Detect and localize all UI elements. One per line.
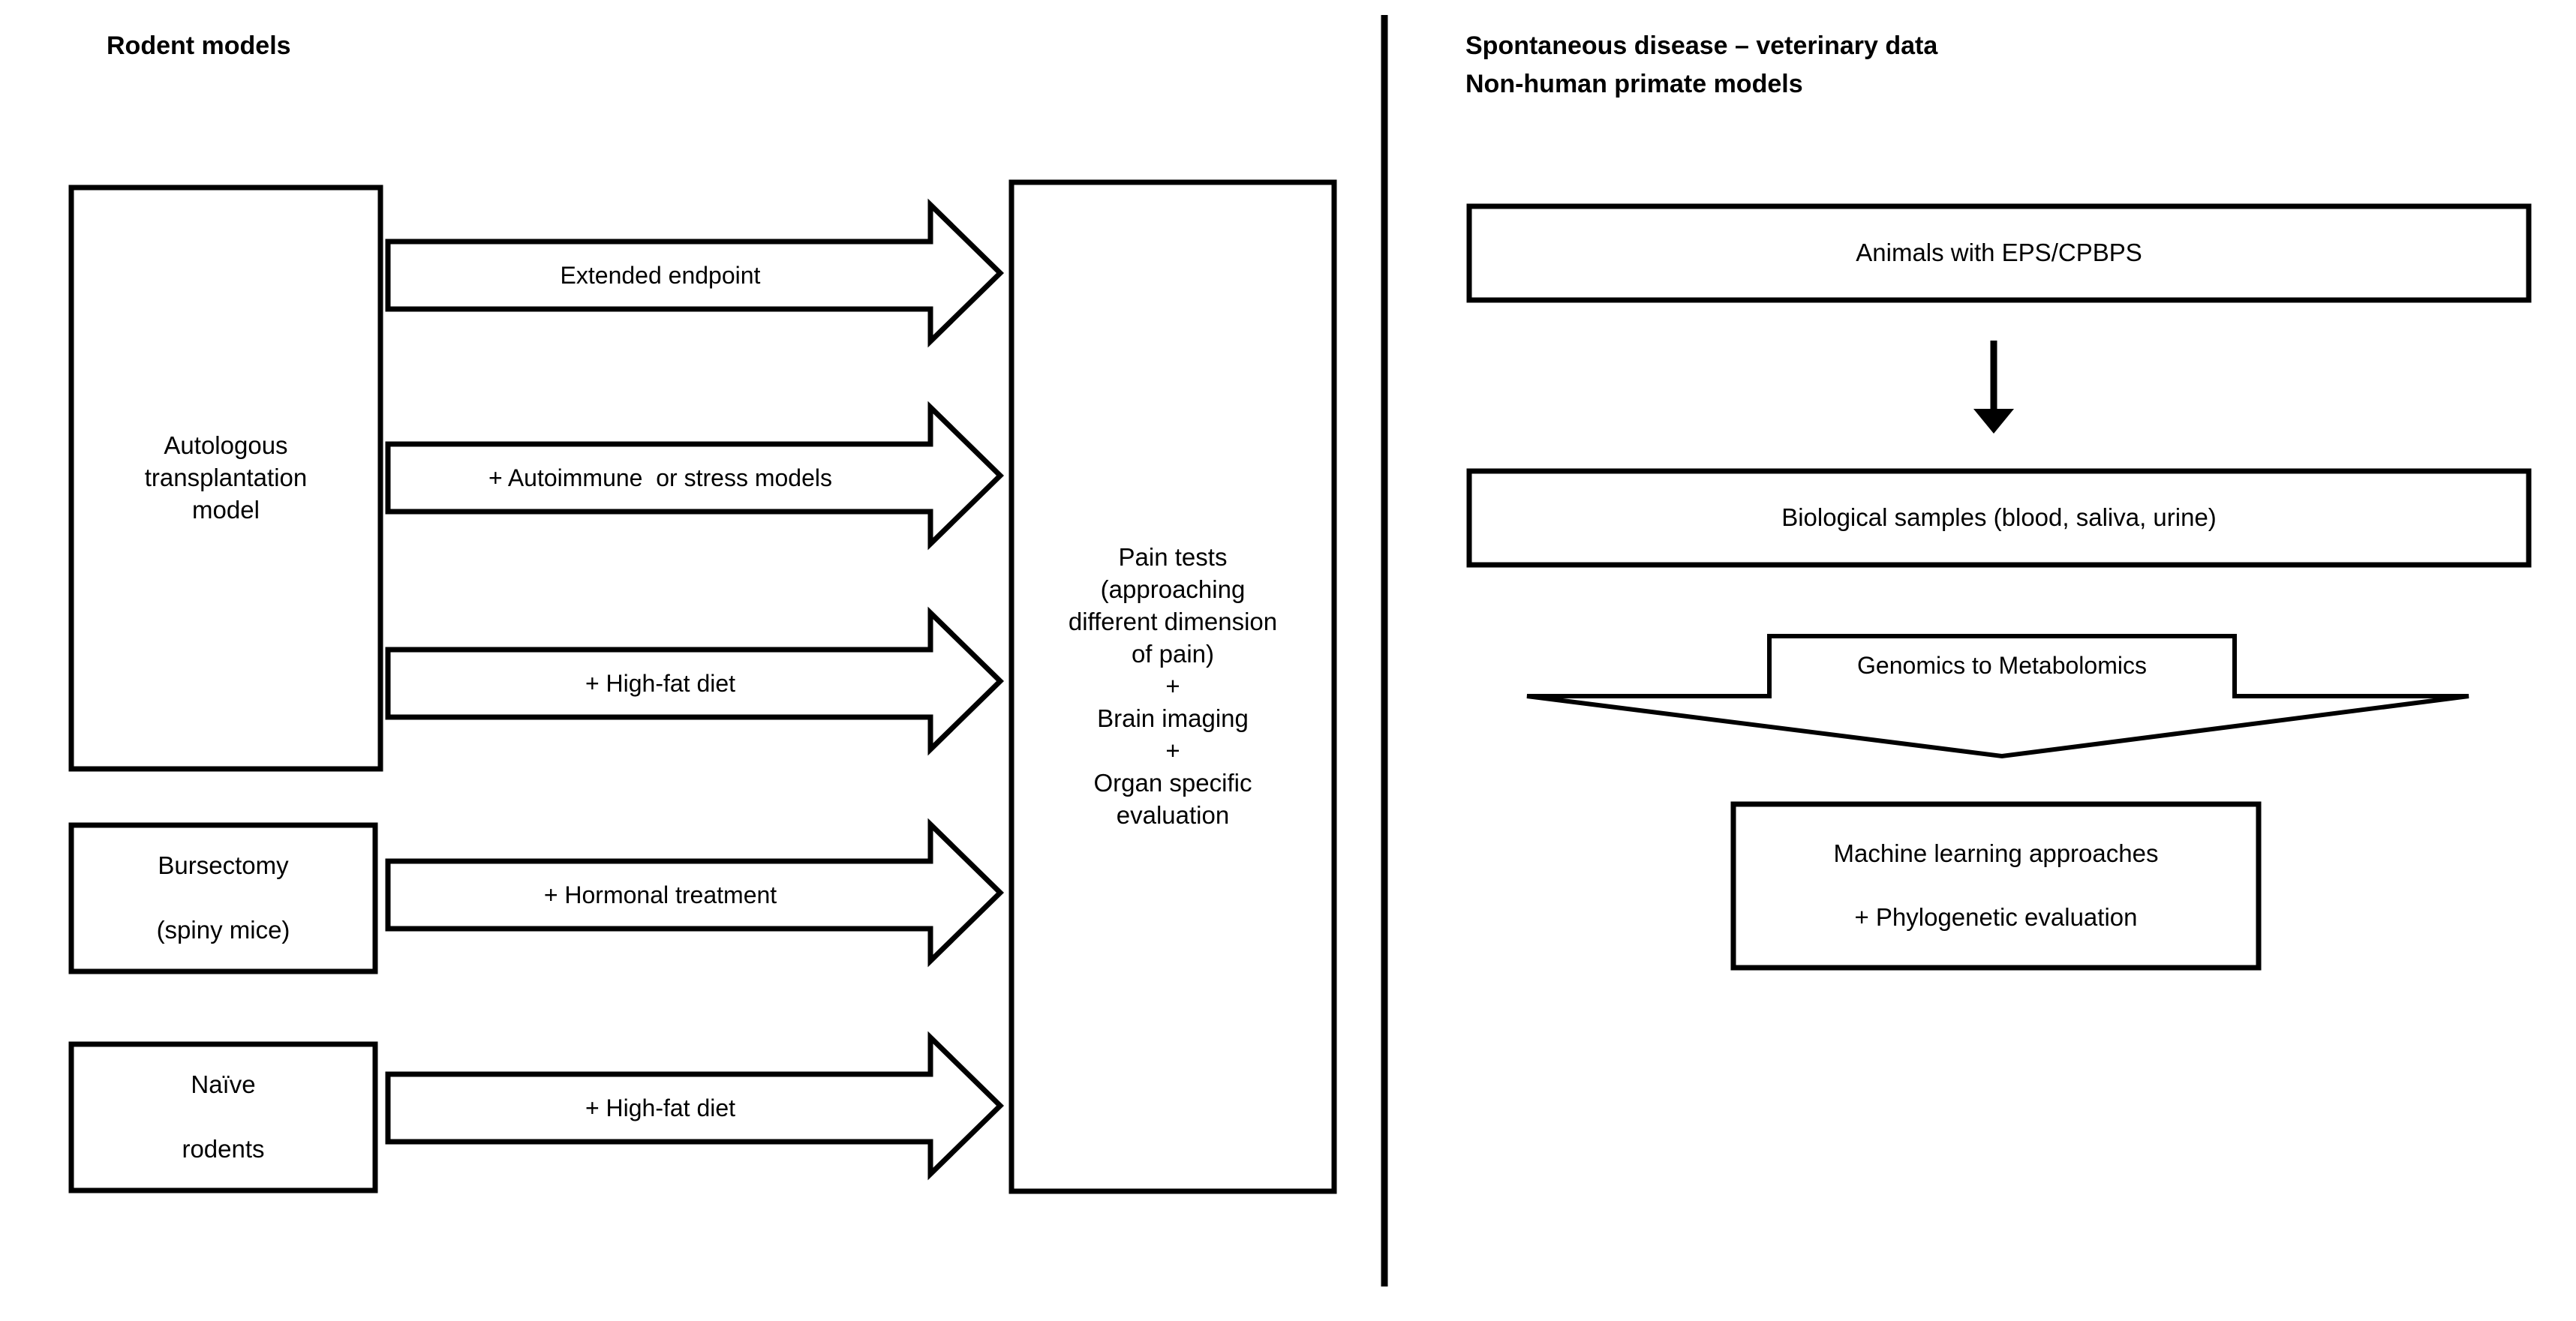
box-animals-eps-cpbps-label: Animals with EPS/CPBPS: [1856, 239, 2142, 267]
panel-title-spontaneous-disease: Spontaneous disease – veterinary data No…: [1465, 32, 1938, 98]
block-arrow-high-fat-diet-1-label: + High-fat diet: [585, 670, 736, 698]
block-arrow-hormonal-treatment[interactable]: [385, 818, 1005, 968]
box-machine-learning-approaches-label: Machine learning approaches + Phylogenet…: [1833, 839, 2159, 932]
box-bursectomy-spiny-mice[interactable]: [68, 822, 378, 974]
box-autologous-transplantation-model-label: Autologous transplantation model: [144, 431, 308, 524]
block-arrow-extended-endpoint[interactable]: [385, 198, 1005, 348]
wide-down-arrow-genomics-label: Genomics to Metabolomics: [1857, 652, 2147, 680]
block-arrow-autoimmune-stress-label: + Autoimmune or stress models: [488, 464, 832, 492]
box-bursectomy-spiny-mice-label: Bursectomy (spiny mice): [156, 851, 290, 944]
box-animals-eps-cpbps[interactable]: [1466, 203, 2532, 303]
box-biological-samples-label: Biological samples (blood, saliva, urine…: [1781, 503, 2217, 532]
box-autologous-transplantation-model[interactable]: [68, 185, 383, 772]
block-arrow-high-fat-diet-2-label: + High-fat diet: [585, 1094, 736, 1122]
down-arrow-icon-head: [1973, 409, 2014, 434]
panel-title-rodent-models: Rodent models: [107, 32, 291, 60]
box-pain-tests-label: Pain tests (approaching different dimens…: [1068, 543, 1278, 829]
block-arrow-high-fat-diet-2[interactable]: [385, 1031, 1005, 1181]
box-biological-samples[interactable]: [1466, 468, 2532, 568]
block-arrow-autoimmune-stress[interactable]: [385, 401, 1005, 551]
box-machine-learning-approaches[interactable]: [1730, 801, 2262, 971]
block-arrow-extended-endpoint-label: Extended endpoint: [560, 262, 761, 290]
block-arrow-high-fat-diet-1[interactable]: [385, 606, 1005, 756]
box-naive-rodents[interactable]: [68, 1041, 378, 1193]
box-naive-rodents-label: Naïve rodents: [182, 1070, 265, 1163]
block-arrow-hormonal-treatment-label: + Hormonal treatment: [543, 881, 777, 909]
box-pain-tests[interactable]: [1008, 179, 1337, 1194]
wide-down-arrow-genomics-to-metabolomics[interactable]: [1526, 634, 2469, 759]
